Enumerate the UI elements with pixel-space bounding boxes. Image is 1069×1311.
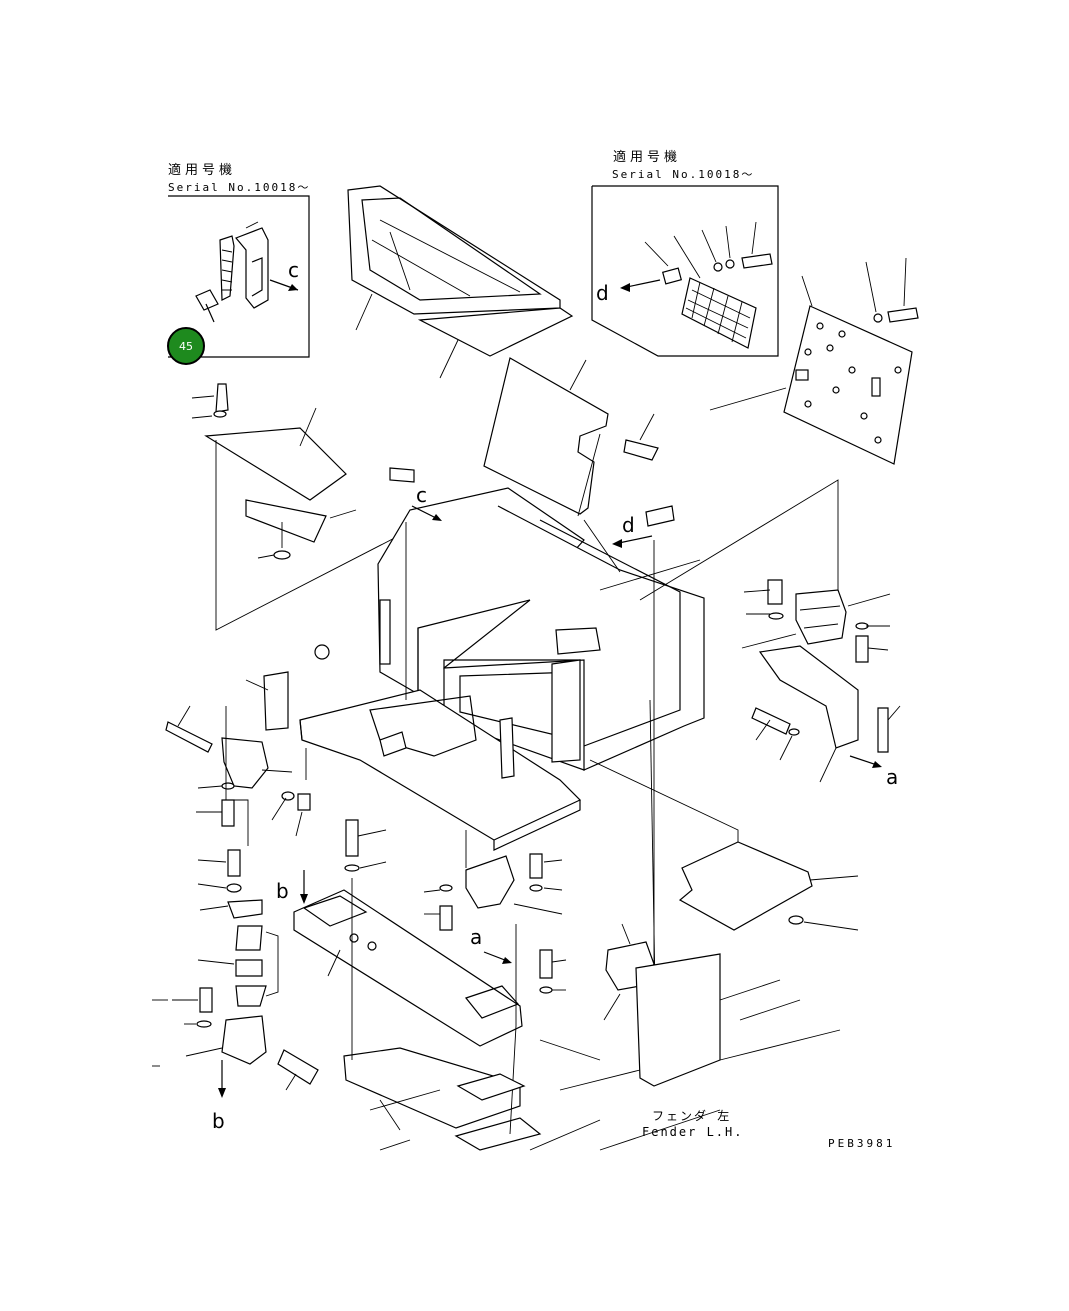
inset-left-callout-c: c	[288, 258, 299, 282]
cross-beam	[293, 819, 523, 1060]
net-pocket	[681, 277, 757, 349]
inset-left-title: 適用号機	[168, 162, 236, 178]
mount-left-lower	[152, 849, 319, 1091]
callout-d: d	[622, 513, 635, 537]
badge-circle[interactable]	[167, 327, 205, 365]
item-number-badge[interactable]: 45	[167, 327, 205, 365]
inset-right-frame	[591, 185, 779, 357]
inset-left: 適用号機 Serial No.10018～ c	[168, 162, 310, 358]
callout-c: c	[416, 483, 427, 507]
mount-center	[423, 830, 567, 1135]
callout-a-center: a	[470, 925, 482, 949]
callout-a-right: a	[886, 765, 898, 789]
inset-right: 適用号機 Serial No.10018～ d	[591, 149, 779, 357]
drawing-code: PEB3981	[828, 1137, 895, 1150]
spacer-icon	[661, 267, 683, 285]
seat-panel	[483, 357, 659, 515]
fender-lh: フェンダ 左 Fender L.H.	[343, 979, 841, 1151]
main-frame	[245, 387, 839, 1048]
mount-left	[165, 705, 311, 846]
inset-right-title: 適用号機	[613, 149, 681, 165]
inset-right-callout-d: d	[596, 281, 609, 305]
inset-right-serial: Serial No.10018～	[612, 168, 754, 181]
mount-right-lower	[603, 923, 721, 1087]
inset-left-frame	[168, 195, 310, 358]
inset-left-bracket	[195, 221, 269, 323]
top-cover-frame	[347, 185, 574, 379]
callout-b-top: b	[276, 879, 289, 903]
fender-label-en: Fender L.H.	[642, 1125, 743, 1139]
mount-right	[741, 579, 901, 783]
floor-mat	[678, 841, 859, 931]
side-panel-right	[783, 257, 919, 465]
badge-number[interactable]: 45	[179, 340, 193, 353]
fender-label-jp: フェンダ 左	[652, 1108, 731, 1123]
inset-left-serial: Serial No.10018～	[168, 181, 310, 194]
callout-b-bottom: b	[212, 1109, 225, 1133]
floor-plate-left	[191, 383, 411, 631]
